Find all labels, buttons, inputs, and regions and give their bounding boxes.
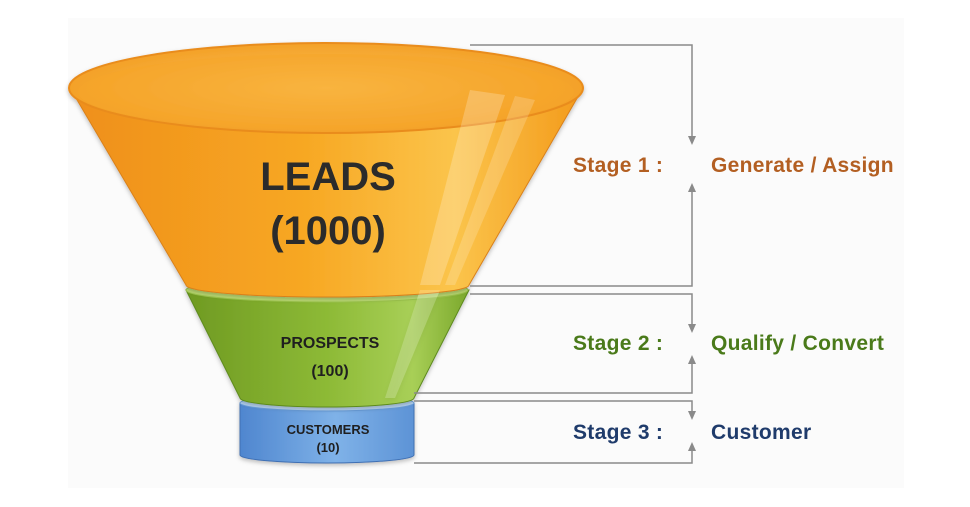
customers-count: (10) <box>316 440 339 455</box>
leads-count: (1000) <box>270 209 386 253</box>
stage-1-action: Generate / Assign <box>711 154 894 177</box>
prospects-count: (100) <box>311 363 348 380</box>
prospects-name: PROSPECTS <box>281 335 380 352</box>
bracket-arrowheads <box>688 136 696 451</box>
stage-2-bracket <box>414 293 693 394</box>
stage-2-label: Stage 2 : <box>573 332 663 355</box>
customers-name: CUSTOMERS <box>287 422 370 437</box>
stage-1-bracket <box>470 44 693 287</box>
stage-1-label: Stage 1 : <box>573 154 663 177</box>
stage-3-label: Stage 3 : <box>573 421 663 444</box>
stage-3-action: Customer <box>711 421 811 444</box>
leads-name: LEADS <box>260 155 396 199</box>
stage-3-bracket <box>414 400 693 464</box>
stage-2-action: Qualify / Convert <box>711 332 884 355</box>
leads-segment <box>68 42 584 398</box>
